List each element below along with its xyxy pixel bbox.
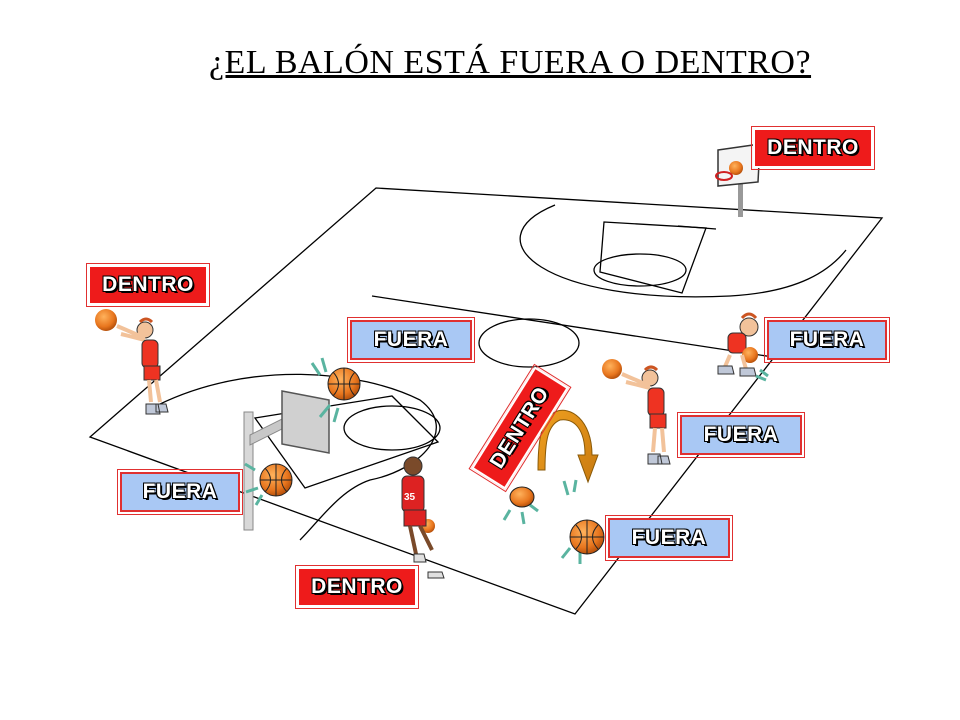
center-line — [371, 295, 774, 358]
label-fuera-right-top[interactable]: FUERA — [764, 317, 890, 363]
label-dentro-left[interactable]: DENTRO — [86, 263, 210, 307]
label-fuera-bottom-right[interactable]: FUERA — [605, 515, 733, 561]
player-left-shooting — [95, 309, 169, 415]
court — [88, 187, 884, 615]
near-free-throw-circle — [343, 405, 441, 451]
far-free-throw-circle — [593, 253, 687, 287]
court-boundary — [88, 187, 884, 615]
svg-text:35: 35 — [404, 492, 416, 503]
near-key — [253, 395, 440, 489]
ball-center-bounce — [502, 486, 539, 525]
player-right-shooting — [602, 359, 671, 465]
far-three-point-arc — [519, 204, 847, 298]
center-circle — [478, 318, 580, 368]
far-key — [599, 221, 707, 294]
label-fuera-center[interactable]: FUERA — [347, 317, 475, 363]
label-dentro-bottom[interactable]: DENTRO — [295, 565, 419, 609]
far-hoop — [715, 143, 761, 217]
ball-bottom-right — [560, 479, 605, 564]
ball-near-hoop — [310, 357, 361, 423]
label-fuera-left-bottom[interactable]: FUERA — [117, 469, 243, 515]
player-center-dribbling: 35 — [401, 456, 445, 579]
ball-left-bottom — [244, 462, 293, 506]
player-right-crouching — [717, 312, 769, 382]
page-title: ¿EL BALÓN ESTÁ FUERA O DENTRO? — [208, 44, 812, 81]
near-hoop — [243, 390, 330, 531]
label-fuera-right-mid[interactable]: FUERA — [677, 412, 805, 458]
label-dentro-backboard[interactable]: DENTRO — [751, 126, 875, 170]
near-three-point-arc — [157, 373, 437, 541]
